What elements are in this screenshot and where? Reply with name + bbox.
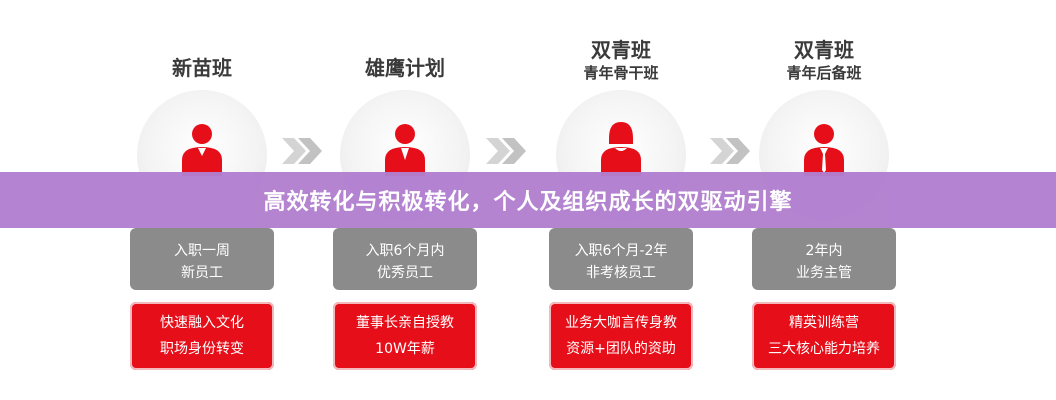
stage-4-role-line2: 业务主管 bbox=[796, 265, 852, 281]
stage-3-benefit-line1: 业务大咖言传身教 bbox=[565, 315, 677, 331]
stage-1-benefit-line1: 快速融入文化 bbox=[160, 315, 244, 331]
stage-3-subtitle: 青年骨干班 bbox=[583, 64, 659, 82]
stage-2-title: 雄鹰计划 bbox=[365, 56, 445, 80]
stage-1-role-line2: 新员工 bbox=[181, 265, 223, 281]
stage-1-role-box: 入职一周 新员工 bbox=[130, 228, 274, 290]
stage-1-title: 新苗班 bbox=[172, 56, 232, 80]
stage-3-title: 双青班 bbox=[591, 38, 651, 62]
stage-4-benefit-line1: 精英训练营 bbox=[789, 315, 859, 331]
person-icon bbox=[182, 124, 222, 176]
stage-1-benefit-box: 快速融入文化 职场身份转变 bbox=[130, 302, 274, 370]
banner-caption: 高效转化与积极转化，个人及组织成长的双驱动引擎 bbox=[0, 172, 1056, 228]
stage-1: 新苗班 入职一周 新员工 快速融入文化 职场身份转变 bbox=[122, 0, 282, 400]
chevron-right-icon bbox=[710, 138, 750, 164]
stage-3-benefit-line2: 资源+团队的资助 bbox=[566, 341, 676, 357]
stage-4-benefit-box: 精英训练营 三大核心能力培养 bbox=[752, 302, 896, 370]
chevron-right-icon bbox=[282, 138, 322, 164]
stage-2-role-line2: 优秀员工 bbox=[377, 265, 433, 281]
stage-4-benefit-line2: 三大核心能力培养 bbox=[768, 341, 880, 357]
stage-2-benefit-box: 董事长亲自授教 10W年薪 bbox=[333, 302, 477, 370]
chevron-right-icon bbox=[486, 138, 526, 164]
stage-1-role-line1: 入职一周 bbox=[174, 243, 230, 259]
stage-2-benefit-line2: 10W年薪 bbox=[375, 341, 435, 357]
stage-2-role-box: 入职6个月内 优秀员工 bbox=[333, 228, 477, 290]
stage-1-benefit-line2: 职场身份转变 bbox=[160, 341, 244, 357]
stage-3-benefit-box: 业务大咖言传身教 资源+团队的资助 bbox=[549, 302, 693, 370]
stage-3-role-line1: 入职6个月-2年 bbox=[574, 243, 668, 259]
stage-4-role-line1: 2年内 bbox=[805, 243, 843, 259]
stage-4-role-box: 2年内 业务主管 bbox=[752, 228, 896, 290]
stage-2-role-line1: 入职6个月内 bbox=[365, 243, 445, 259]
stage-4-title: 双青班 bbox=[794, 38, 854, 62]
stage-3-role-box: 入职6个月-2年 非考核员工 bbox=[549, 228, 693, 290]
stage-4-subtitle: 青年后备班 bbox=[786, 64, 862, 82]
person-icon bbox=[804, 124, 844, 176]
person-icon bbox=[385, 124, 425, 176]
person-icon bbox=[601, 122, 641, 176]
stage-2-benefit-line1: 董事长亲自授教 bbox=[356, 315, 454, 331]
stage-3-role-line2: 非考核员工 bbox=[586, 265, 656, 281]
